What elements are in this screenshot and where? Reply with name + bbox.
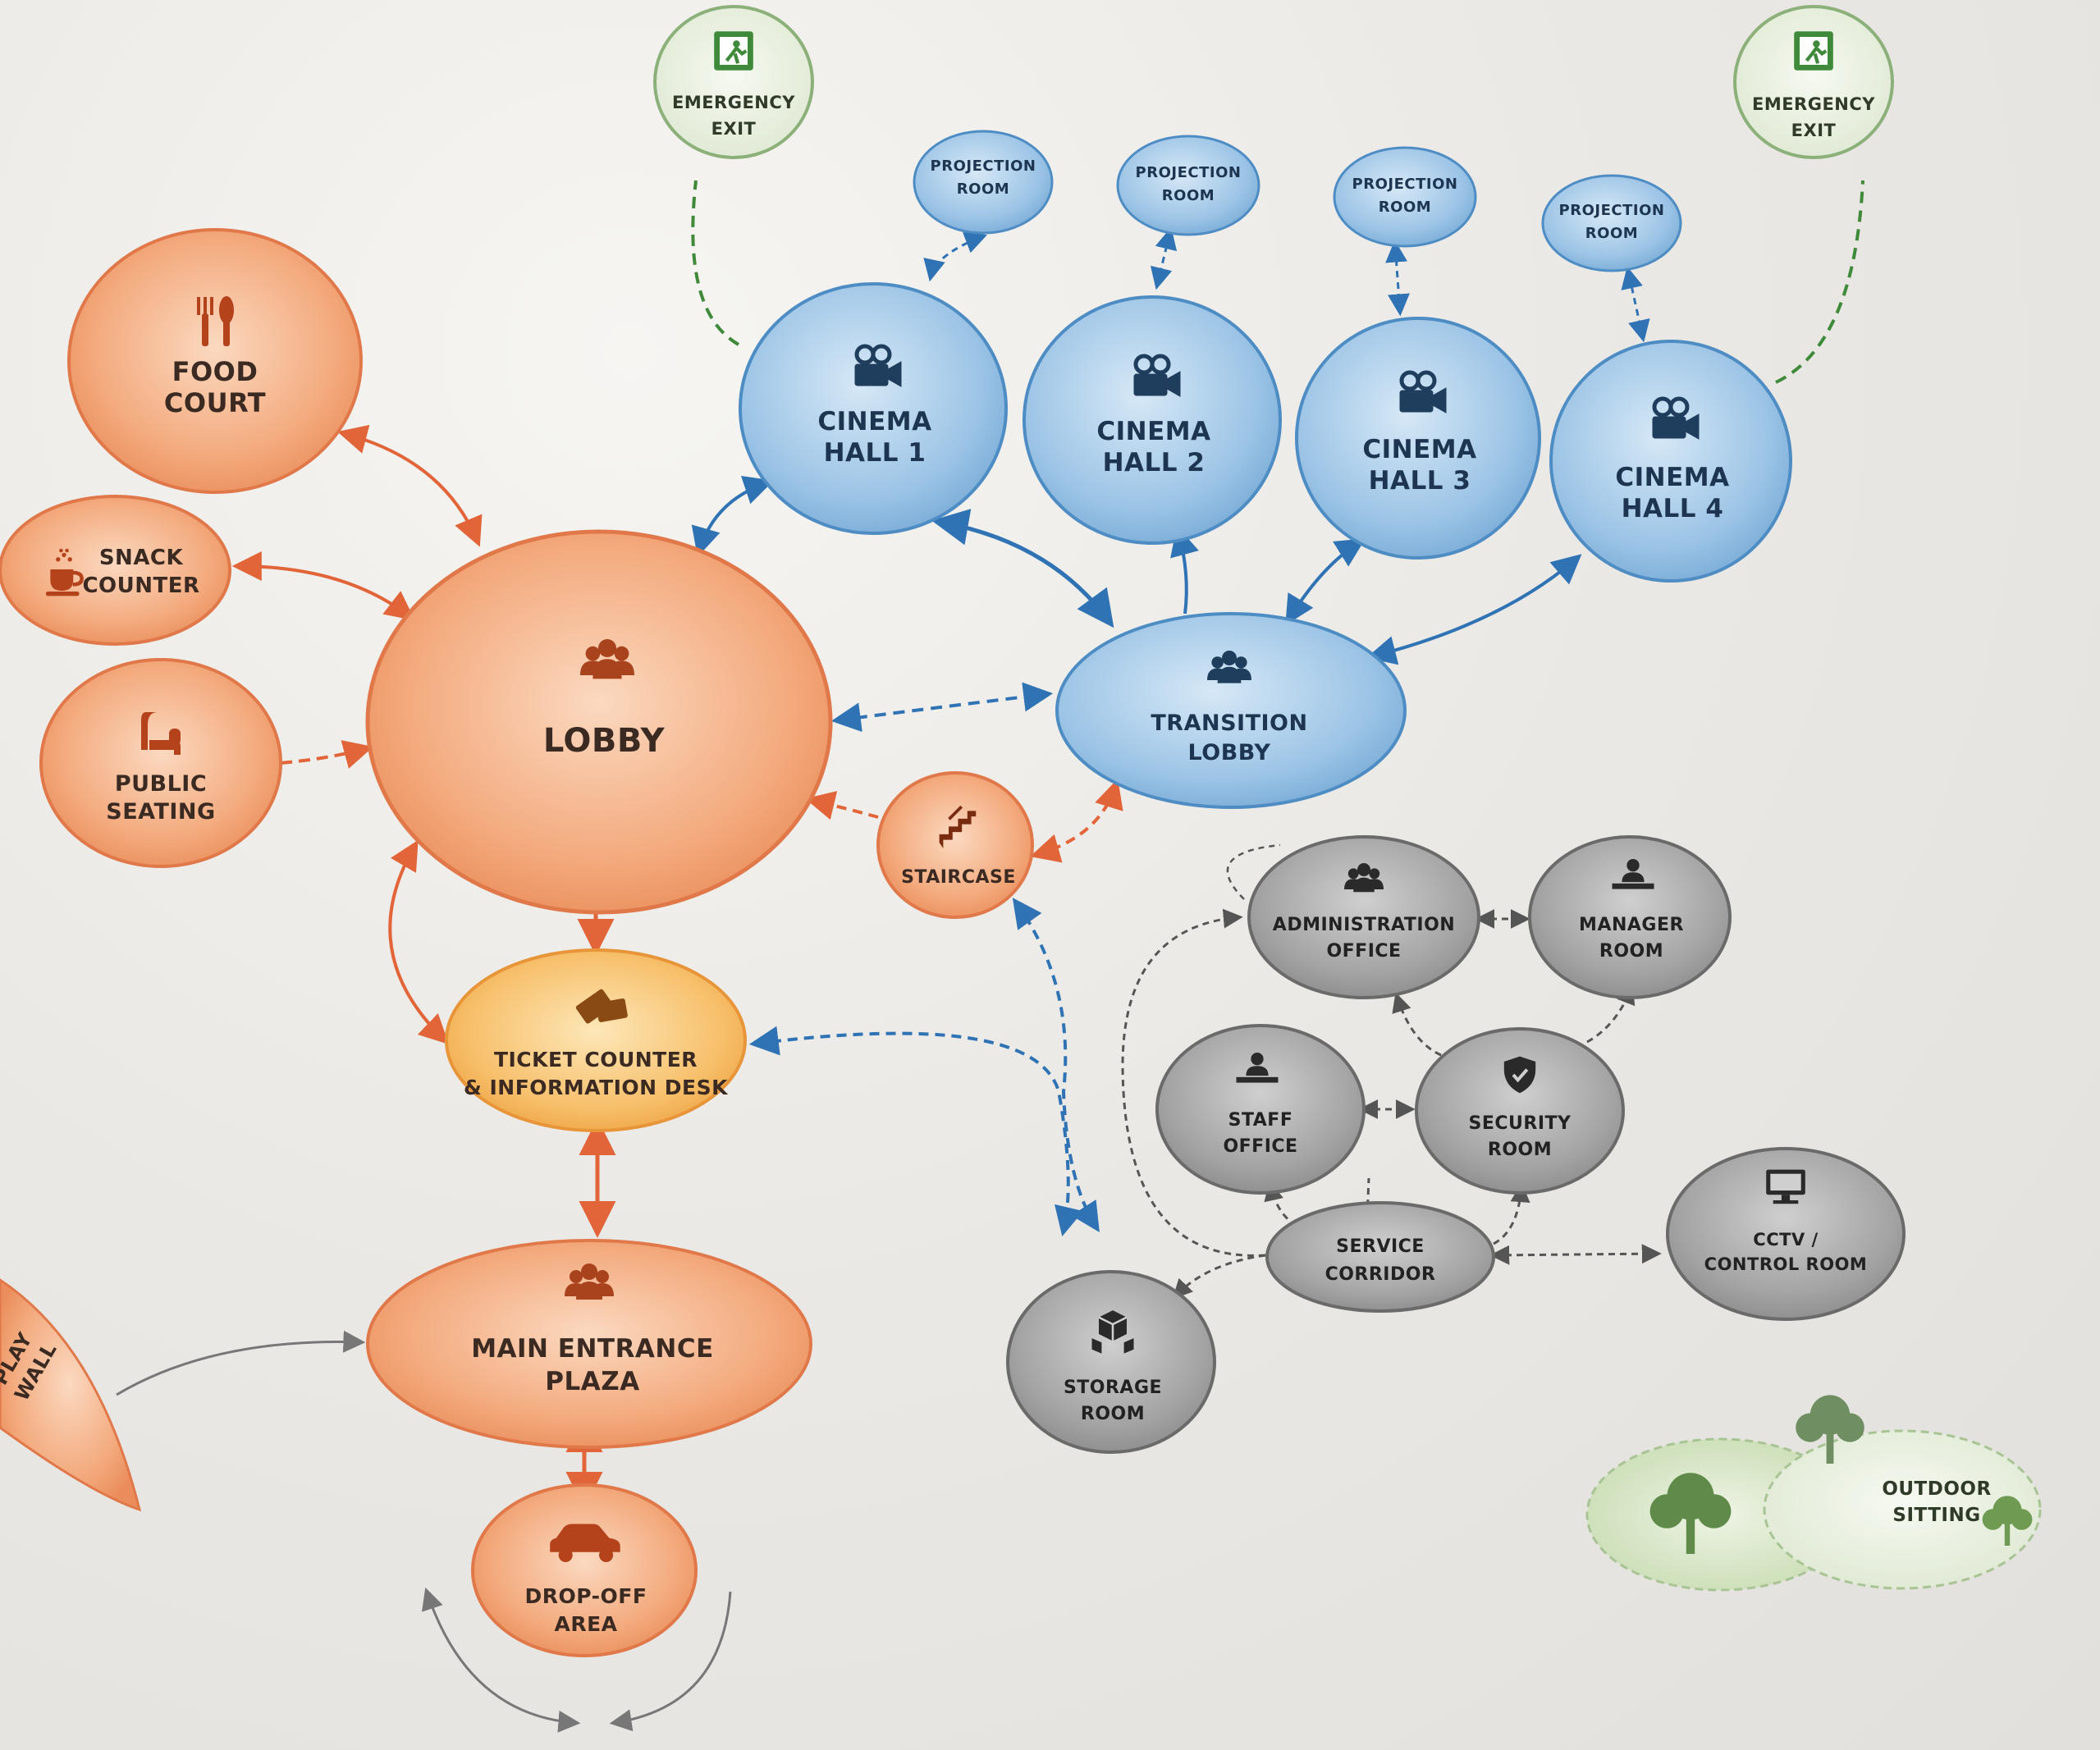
arrow-staircase-down-path	[1012, 898, 1100, 1233]
arrow-seating-lobby	[280, 740, 373, 769]
node-cctv-control-room: CCTV /CONTROL ROOM	[1666, 1147, 1906, 1321]
arrow-cinema3-projection3	[1385, 240, 1410, 317]
arrow-staircase-transition	[1030, 779, 1123, 863]
arrow-exit1-cinema1	[691, 180, 739, 346]
svg-text:TICKET COUNTER& INFORMATION DE: TICKET COUNTER& INFORMATION DESK	[464, 1048, 729, 1099]
arrow-lobby-transition	[830, 682, 1054, 733]
node-lobby: LOBBY	[365, 529, 833, 915]
arrow-lobby-cinema1	[691, 476, 774, 557]
svg-text:STAIRCASE: STAIRCASE	[901, 867, 1016, 888]
arrow-cinema3-transition	[1285, 538, 1366, 626]
arrow-cinema4-projection4	[1621, 266, 1650, 343]
arrow-cinema2-transition	[1170, 526, 1199, 615]
arrow-cinema4-transition	[1366, 554, 1582, 665]
node-display-wall: PLAYWALL	[0, 1278, 142, 1512]
arrow-staircase-lobby	[804, 791, 879, 820]
exit-sign-icon	[714, 31, 753, 71]
arrow-corridor-security-2	[1493, 1182, 1530, 1245]
arrow-cinema2-projection2	[1150, 226, 1178, 290]
arrow-lobby-ticket-curve	[388, 839, 450, 1045]
arrow-corridor-admin-loop	[1121, 908, 1266, 1257]
node-ticket-counter: TICKET COUNTER& INFORMATION DESK	[445, 948, 747, 1132]
svg-text:LOBBY: LOBBY	[543, 722, 666, 760]
arrow-wall-entrance	[116, 1330, 366, 1396]
arrow-cinema1-transition	[931, 509, 1114, 628]
arrow-food-lobby	[337, 424, 483, 547]
arrow-dropoff-loop-right	[609, 1591, 732, 1732]
arrow-exit2-cinema4	[1775, 180, 1864, 384]
arrow-ticket-staircase-path	[748, 1026, 1084, 1237]
arrow-snack-lobby	[231, 551, 415, 621]
arrow-admin-top-loop	[1226, 843, 1281, 900]
arrow-dropoff-loop-left	[422, 1587, 581, 1733]
svg-text:CCTV /CONTROL ROOM: CCTV /CONTROL ROOM	[1704, 1230, 1868, 1274]
arrow-cinema1-projection1	[923, 232, 988, 282]
exit-sign-icon	[1794, 31, 1833, 71]
node-staircase: STAIRCASE	[876, 771, 1034, 919]
arrow-security-admin	[1392, 992, 1442, 1057]
arrow-corridor-cctv	[1489, 1244, 1662, 1265]
arrow-corridor-storage	[1172, 1254, 1266, 1300]
